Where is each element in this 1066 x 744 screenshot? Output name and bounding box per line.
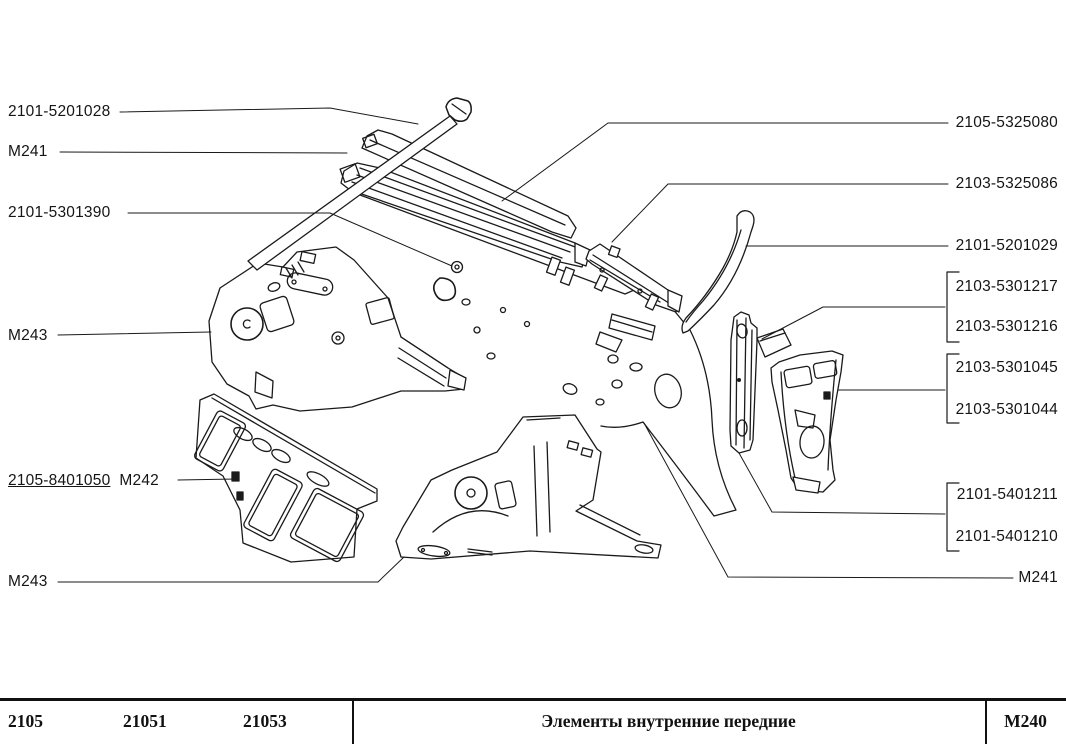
part-front-pillar-panel: [770, 350, 844, 494]
part-wheelhouse-upper: [208, 246, 467, 412]
callout-2103-5301216: 2103-5301216: [955, 318, 1058, 335]
model-code-21053: 21053: [243, 711, 287, 731]
callout-2103-5325086: 2103-5325086: [955, 175, 1058, 192]
part-radiator-support: [193, 393, 378, 563]
section-title: Элементы внутренние передние: [541, 711, 796, 731]
callout-2101-5401211: 2101-5401211: [956, 486, 1058, 503]
callout-2103-5301045: 2103-5301045: [955, 359, 1058, 376]
footer-divider-right: [985, 701, 987, 744]
part-cowl-rail-short: [585, 243, 683, 313]
footer-divider-left: [352, 701, 354, 744]
model-code-2105: 2105: [8, 711, 43, 731]
part-wheelhouse-lower: [395, 414, 662, 560]
sheet-code: М240: [1004, 711, 1047, 731]
callout-2101-5201028: 2101-5201028: [8, 103, 111, 120]
callout-2103-5301217: 2103-5301217: [955, 278, 1058, 295]
label-brackets: [946, 271, 960, 552]
leader-lines: [57, 107, 1014, 583]
callout-2105-8401050: 2105-8401050: [8, 472, 111, 489]
part-cowl-rail-assembly: [339, 129, 591, 286]
callout-2101-5201029: 2101-5201029: [955, 237, 1058, 254]
part-front-inner-panel: [351, 191, 737, 517]
model-code-21051: 21051: [123, 711, 167, 731]
callout-m241-top: M241: [8, 143, 48, 160]
callout-2101-5401210: 2101-5401210: [955, 528, 1058, 545]
callout-2101-5301390: 2101-5301390: [8, 204, 111, 221]
callout-m243-upper: M243: [8, 327, 48, 344]
callout-2103-5301044: 2103-5301044: [955, 401, 1058, 418]
callout-m243-lower: M243: [8, 573, 48, 590]
callout-2105-8401050-m242: 2105-8401050 M242: [8, 472, 159, 490]
callout-m241-bottom: M241: [1018, 569, 1058, 586]
catalog-footer-table: 2105 21051 21053 Элементы внутренние пер…: [0, 698, 1066, 744]
part-windshield-pillar: [681, 210, 755, 334]
callout-m242: M242: [119, 472, 159, 489]
callout-2105-5325080: 2105-5325080: [955, 114, 1058, 131]
part-front-pillar-narrow: [729, 311, 758, 454]
